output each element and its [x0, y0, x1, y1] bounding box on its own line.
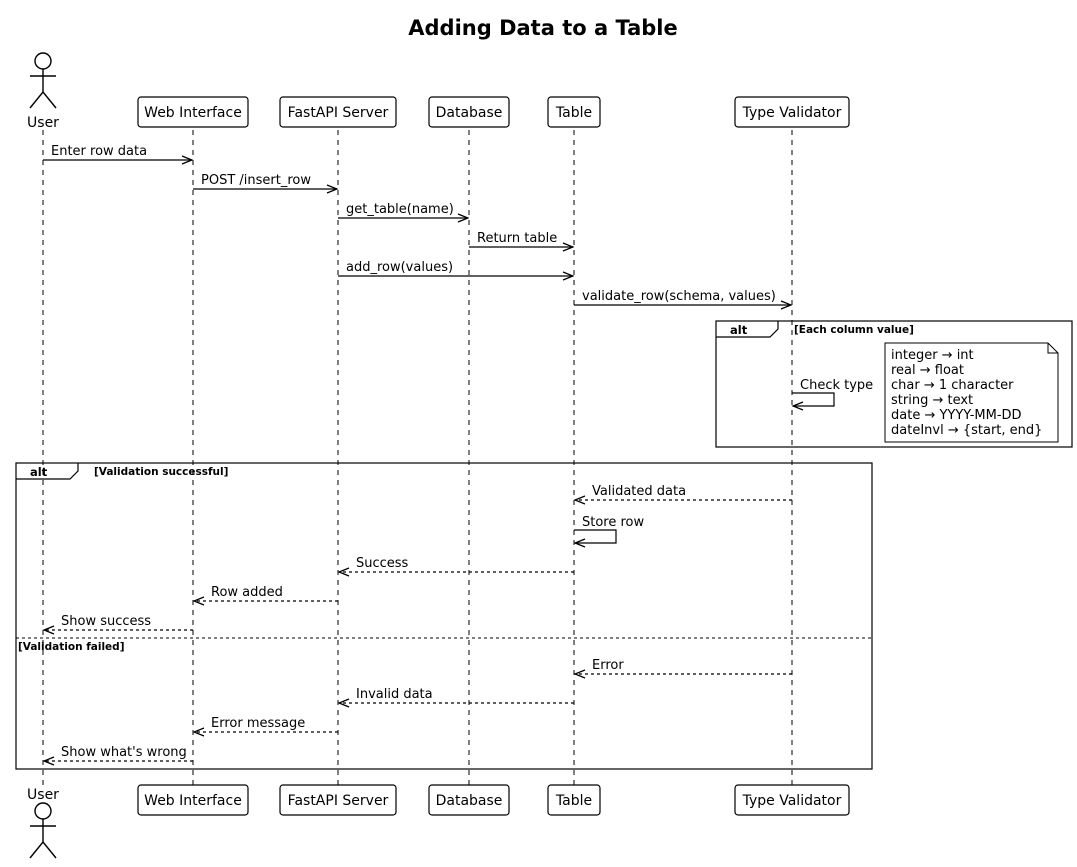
message-show-success: Show success [44, 614, 193, 630]
note-shape [884, 342, 1059, 443]
participant-table-top: Table [547, 96, 601, 128]
participant-table-bottom: Table [547, 784, 601, 816]
message-error: Error [575, 658, 792, 674]
message-label: Store row [582, 515, 645, 530]
note-line: string → text [891, 393, 973, 408]
participant-label: Web Interface [144, 105, 242, 121]
participant-label: Database [436, 105, 503, 121]
message-success: Success [339, 556, 574, 572]
actor-legs-icon [29, 90, 57, 109]
participant-api-bottom: FastAPI Server [279, 784, 397, 816]
participant-web-top: Web Interface [137, 96, 249, 128]
fragment-operator: alt [730, 323, 748, 337]
fragments-layer: alt [Each column value] alt [Validation suc… [15, 320, 1073, 770]
diagram-title: Adding Data to a Table [408, 16, 677, 40]
participant-box [279, 96, 397, 128]
actor-legs-icon [29, 840, 57, 859]
participant-db-top: Database [428, 96, 510, 128]
message-label: Return table [477, 231, 557, 246]
fragment-tab [716, 321, 779, 338]
fragment-guard: [Each column value] [794, 324, 914, 336]
message-label: Error [592, 658, 624, 673]
message-store-row: Store row [574, 515, 645, 543]
note-line: real → float [891, 363, 964, 378]
message-label: Validated data [592, 484, 686, 499]
participant-label: Web Interface [144, 793, 242, 809]
actor-head-icon [34, 52, 52, 70]
actor-head-icon [34, 802, 52, 820]
participant-label: Table [555, 105, 592, 121]
participant-label: Database [436, 793, 503, 809]
fragment-frame [15, 462, 873, 770]
fragment-alt-1: alt [Each column value] [715, 320, 1073, 448]
message-label: Check type [800, 378, 873, 393]
participant-db-bottom: Database [428, 784, 510, 816]
participant-label: Table [555, 793, 592, 809]
participant-api-top: FastAPI Server [279, 96, 397, 128]
message-label: Row added [211, 585, 283, 600]
fragment-guard: [Validation failed] [18, 641, 125, 653]
message-row-added: Row added [194, 585, 338, 601]
participant-validator-top: Type Validator [734, 96, 850, 128]
message-error-message: Error message [194, 716, 338, 732]
fragment-operator: alt [30, 465, 48, 479]
message-label: Invalid data [356, 687, 433, 702]
participant-label: User [27, 115, 59, 131]
fragment-guard: [Validation successful] [94, 466, 228, 478]
note-fold-icon [1047, 343, 1058, 354]
participant-box [137, 96, 249, 128]
note-line: char → 1 character [891, 378, 1014, 393]
participant-label: Type Validator [742, 105, 842, 121]
participant-label: FastAPI Server [288, 105, 389, 121]
fragment-frame [715, 320, 1073, 448]
note-line: dateInvl → {start, end} [891, 423, 1042, 438]
message-invalid-data: Invalid data [339, 687, 574, 703]
message-arrow [574, 529, 617, 543]
message-validated-data: Validated data [575, 484, 792, 500]
message-label: Error message [211, 716, 305, 731]
note-line: date → YYYY-MM-DD [891, 408, 1022, 423]
note-line: integer → int [891, 348, 974, 363]
participant-label: Type Validator [742, 793, 842, 809]
participant-box [279, 784, 397, 816]
fragment-alt-2: alt [Validation successful] [Validation fa… [15, 462, 873, 770]
message-label: POST /insert_row [201, 173, 311, 188]
message-validate-row-schema-values: validate_row(schema, values) [574, 289, 791, 305]
participant-box [547, 96, 601, 128]
message-label: get_table(name) [346, 202, 454, 217]
message-label: validate_row(schema, values) [582, 289, 776, 304]
message-get-table-name: get_table(name) [338, 202, 468, 218]
actor-user-bottom: User [27, 787, 59, 859]
message-return-table: Return table [469, 231, 573, 247]
message-post-insert-row: POST /insert_row [193, 173, 337, 189]
message-show-what-s-wrong: Show what's wrong [44, 745, 193, 761]
message-add-row-values: add_row(values) [338, 260, 573, 276]
participant-validator-bottom: Type Validator [734, 784, 850, 816]
participant-box [428, 784, 510, 816]
participant-box [547, 784, 601, 816]
message-check-type: Check type [792, 378, 873, 406]
participant-box [137, 784, 249, 816]
message-label: Success [356, 556, 409, 571]
message-label: Enter row data [51, 144, 147, 159]
participant-box [734, 784, 850, 816]
message-label: add_row(values) [346, 260, 453, 275]
participant-box [734, 96, 850, 128]
message-label: Show what's wrong [61, 745, 187, 760]
participant-label: FastAPI Server [288, 793, 389, 809]
message-label: Show success [61, 614, 151, 629]
participant-web-bottom: Web Interface [137, 784, 249, 816]
actor-user-top: User [27, 52, 59, 131]
fragment-tab [16, 463, 79, 480]
message-enter-row-data: Enter row data [43, 144, 192, 160]
message-arrow [792, 392, 835, 406]
participant-label: User [27, 787, 59, 803]
participant-box [428, 96, 510, 128]
